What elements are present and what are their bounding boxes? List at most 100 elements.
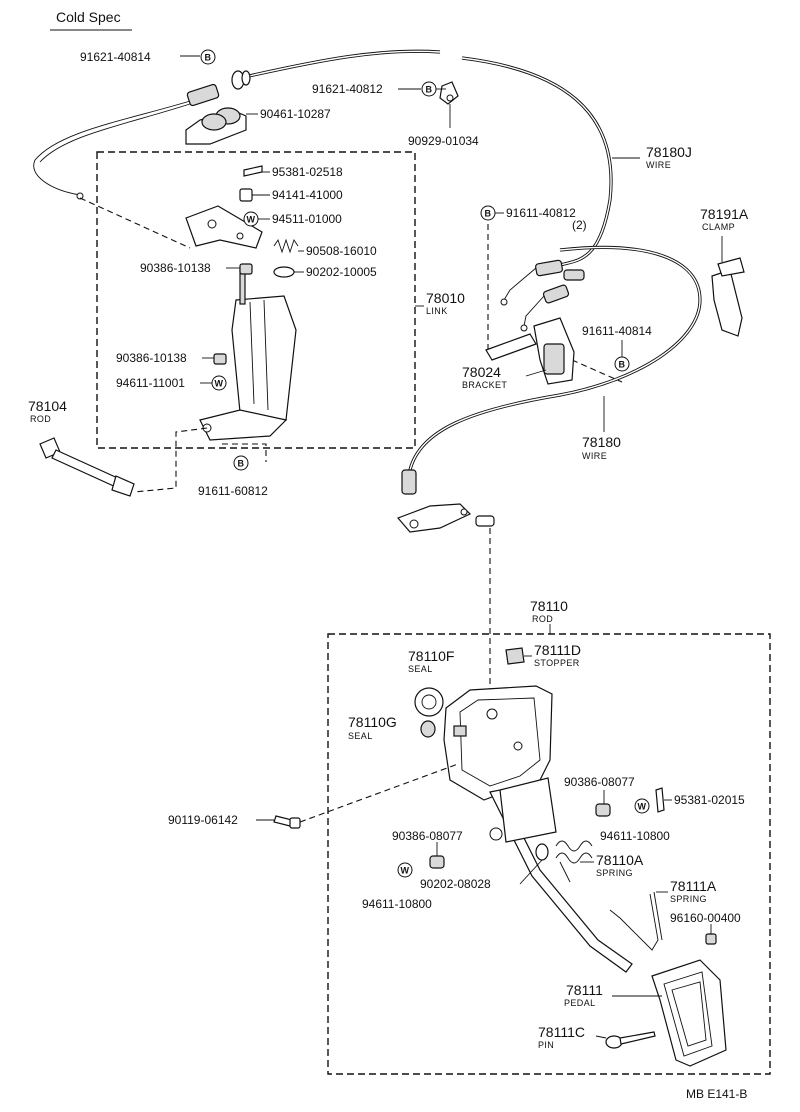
svg-text:W: W [401, 866, 410, 876]
cable-adjuster-fitting [186, 70, 251, 107]
label-78180-sub: WIRE [582, 451, 607, 461]
label-78191A: 78191A [700, 206, 749, 222]
label-78010: 78010 [426, 290, 465, 306]
link-78010-box [96, 151, 416, 449]
cable-clamp-90461 [185, 107, 247, 145]
leader-90202-08028 [519, 859, 543, 885]
svg-text:B: B [619, 360, 626, 370]
nut-90386-10138-upper [239, 263, 253, 275]
label-78110F: 78110F [408, 648, 454, 664]
label-78110G-sub: SEAL [348, 731, 373, 741]
washer-symbol-1: W [243, 211, 259, 227]
bolt-symbol-3: B [233, 455, 249, 471]
svg-text:B: B [205, 53, 212, 63]
label-90119-06142: 90119-06142 [168, 813, 238, 827]
nut-94141 [239, 188, 253, 202]
spring-78110A [555, 840, 593, 883]
leader-lever-to-rod [133, 427, 208, 493]
svg-text:B: B [426, 85, 433, 95]
label-91611-40814: 91611-40814 [582, 324, 652, 338]
washer-90202-10005 [273, 266, 295, 278]
label-78104: 78104 [28, 398, 67, 414]
wire-fittings-mid [500, 259, 585, 332]
stopper-78111D [505, 647, 525, 665]
label-90386-08077-left: 90386-08077 [392, 829, 463, 843]
label-90386-10138-upper: 90386-10138 [140, 261, 211, 275]
label-78024: 78024 [462, 364, 501, 380]
leader-b-60812 [222, 443, 267, 462]
screw-95381-02518 [243, 165, 263, 177]
label-78110: 78110 [530, 598, 568, 614]
pin-95381-02015 [655, 787, 665, 813]
label-96160-00400: 96160-00400 [670, 911, 741, 925]
nut-90386-10138-lower [213, 353, 227, 365]
svg-text:W: W [215, 379, 224, 389]
upper-wire-cable [239, 49, 441, 80]
label-78191A-sub: CLAMP [702, 222, 735, 232]
lever-upper [185, 205, 263, 249]
label-91611-60812: 91611-60812 [198, 484, 268, 498]
label-94611-11001: 94611-11001 [116, 376, 185, 390]
svg-text:W: W [247, 215, 256, 225]
pedal-pivot [489, 827, 503, 841]
washer-90202-08028 [535, 843, 549, 861]
label-90508-16010: 90508-16010 [306, 244, 377, 258]
label-78110F-sub: SEAL [408, 664, 433, 674]
leader-wire-to-lever [79, 197, 191, 249]
label-91621-40814: 91621-40814 [80, 50, 151, 64]
label-78111A-sub: SPRING [670, 894, 707, 904]
label-78110G: 78110G [348, 714, 397, 730]
clip-96160 [705, 933, 717, 945]
label-78111C: 78111C [538, 1024, 585, 1040]
label-94511-01000: 94511-01000 [272, 212, 342, 226]
svg-text:W: W [638, 802, 647, 812]
bolt-symbol-5: B [614, 356, 630, 372]
upper-wire-cable-inner [239, 50, 441, 79]
label-90929-01034: 90929-01034 [408, 134, 479, 148]
clip-90929 [439, 81, 459, 105]
clamp-78191A [711, 257, 745, 337]
pedal-lever-link [499, 777, 557, 843]
washer-symbol-4: W [397, 862, 413, 878]
svg-text:B: B [485, 209, 492, 219]
long-wire-78180J-inner [461, 57, 612, 266]
bolt-symbol-1: B [200, 49, 216, 65]
seal-78110G [420, 720, 436, 738]
left-wire-end [33, 97, 201, 196]
pedal-bracket [443, 685, 553, 801]
label-78111A: 78111A [670, 878, 717, 894]
bolt-90119 [273, 815, 301, 829]
label-90202-10005: 90202-10005 [306, 265, 377, 279]
label-94611-10800-right: 94611-10800 [600, 829, 670, 843]
pedal-78110-box [327, 633, 771, 1075]
spring-78111A [609, 891, 663, 951]
label-78111C-sub: PIN [538, 1040, 554, 1050]
rod-78104 [39, 437, 135, 497]
label-91621-40812: 91621-40812 [312, 82, 383, 96]
label-78111-sub: PEDAL [564, 998, 596, 1008]
label-95381-02015: 95381-02015 [674, 793, 745, 807]
label-78180: 78180 [582, 434, 621, 450]
svg-text:B: B [238, 459, 245, 469]
label-78110A: 78110A [596, 852, 644, 868]
spring-90508 [273, 238, 299, 254]
seal-78110F-inner [421, 694, 437, 710]
label-78180J-sub: WIRE [646, 160, 671, 170]
label-78111: 78111 [566, 982, 603, 998]
label-78024-sub: BRACKET [462, 380, 507, 390]
label-94611-10800-left: 94611-10800 [362, 897, 432, 911]
label-78110A-sub: SPRING [596, 868, 633, 878]
bracket-78024 [485, 317, 575, 385]
wire-end-ball [76, 192, 84, 200]
label-91611-40812: 91611-40812 [506, 206, 576, 220]
left-wire-end-2 [39, 101, 197, 163]
label-78180J: 78180J [646, 144, 692, 160]
label-90202-08028: 90202-08028 [420, 877, 491, 891]
label-78110-sub: ROD [532, 614, 553, 624]
label-94141-41000: 94141-41000 [272, 188, 343, 202]
long-wire-78180J [461, 56, 613, 267]
label-78010-sub: LINK [426, 306, 448, 316]
label-91611-40812-qty: (2) [572, 218, 587, 232]
label-90386-08077-right: 90386-08077 [564, 775, 635, 789]
